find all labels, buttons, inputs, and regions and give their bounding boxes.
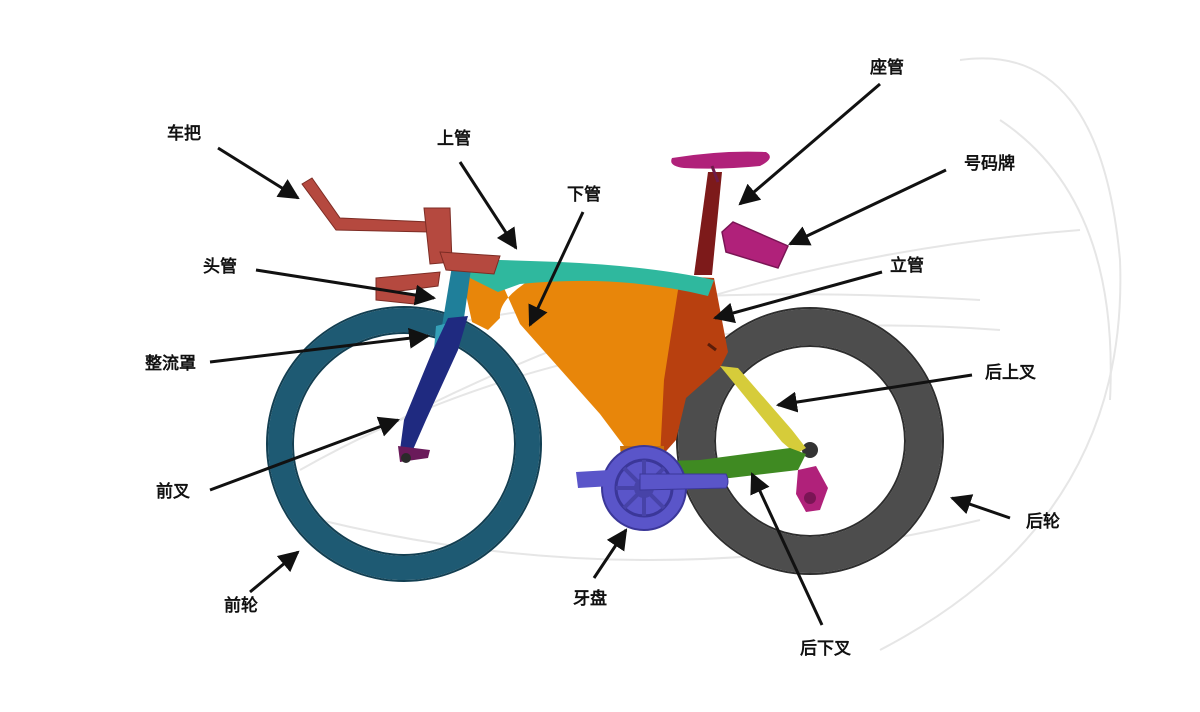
arrow-front-fork <box>209 416 400 492</box>
saddle <box>671 151 770 183</box>
top-tube <box>468 258 714 296</box>
arrow-head-tube <box>255 268 437 306</box>
label-seat-post: 座管 <box>870 58 904 78</box>
front-fork <box>398 316 468 463</box>
arrow-number-plate <box>788 168 947 246</box>
arrow-seat-stay <box>775 373 973 413</box>
arrow-fairing <box>209 327 431 364</box>
arrow-handlebar <box>217 146 300 200</box>
label-top-tube: 上管 <box>437 129 471 149</box>
label-rear-wheel: 后轮 <box>1026 512 1060 532</box>
label-handlebar: 车把 <box>167 124 201 144</box>
label-front-fork: 前叉 <box>156 482 190 502</box>
seat-stay <box>720 366 806 454</box>
label-front-wheel: 前轮 <box>224 596 258 616</box>
arrow-chain-stay <box>750 472 824 626</box>
seat-tube <box>660 276 728 458</box>
arrow-seat-post <box>738 82 881 206</box>
arrow-front-wheel <box>249 550 300 594</box>
arrow-chainring <box>592 528 628 579</box>
label-number-plate: 号码牌 <box>964 154 1015 174</box>
label-fairing: 整流罩 <box>145 354 196 374</box>
arrow-down-tube <box>528 211 585 327</box>
arrow-rear-wheel <box>950 494 1011 520</box>
label-chainring: 牙盘 <box>573 589 607 609</box>
label-seat-tube: 立管 <box>890 256 924 276</box>
front-wheel <box>266 306 542 582</box>
arrow-seat-tube <box>712 270 883 324</box>
rear-derailleur <box>796 466 828 512</box>
leader-arrows <box>209 82 1011 626</box>
handlebar <box>301 177 501 305</box>
arrow-top-tube <box>458 161 518 250</box>
label-head-tube: 头管 <box>203 257 237 277</box>
seat-post <box>694 172 722 275</box>
number-plate <box>721 221 789 269</box>
chainring <box>576 445 729 531</box>
label-chain-stay: 后下叉 <box>800 639 851 659</box>
label-down-tube: 下管 <box>567 185 601 205</box>
label-seat-stay: 后上叉 <box>985 363 1036 383</box>
